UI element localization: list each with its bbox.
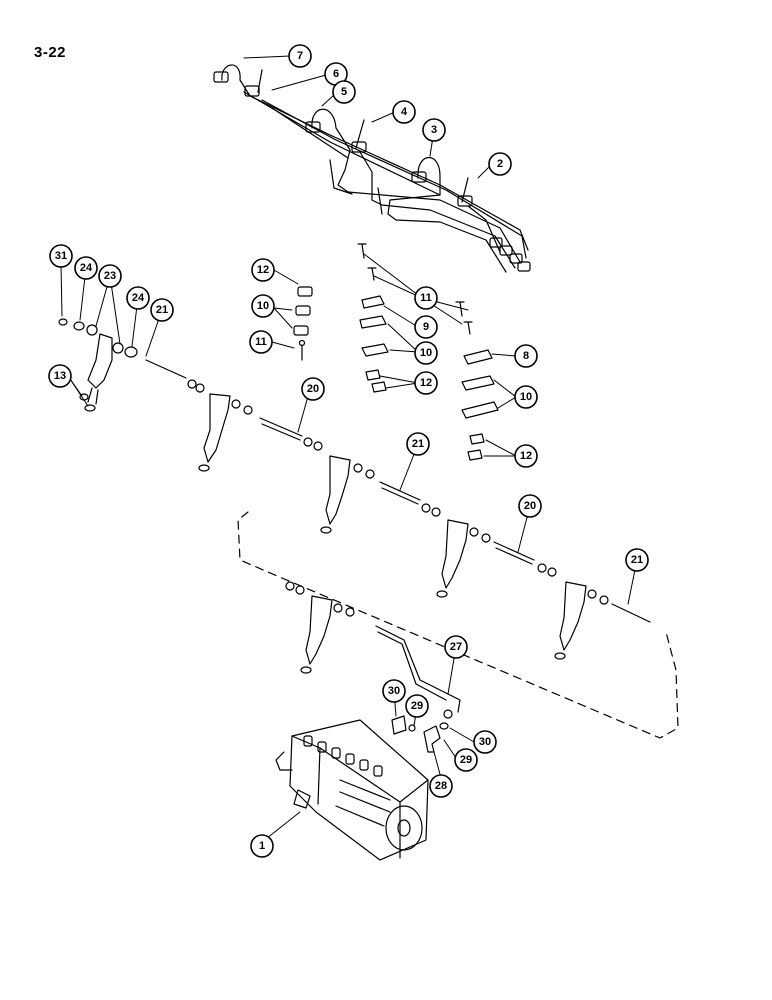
svg-text:29: 29 bbox=[411, 700, 423, 712]
svg-text:24: 24 bbox=[132, 292, 145, 304]
injector-2 bbox=[198, 393, 231, 472]
svg-text:11: 11 bbox=[420, 292, 432, 304]
callout-4: 4 bbox=[392, 100, 416, 124]
svg-text:21: 21 bbox=[631, 554, 643, 566]
leak-off-pipe-4 bbox=[493, 541, 535, 565]
callout-9: 9 bbox=[414, 315, 438, 339]
callout-20-a: 20 bbox=[301, 377, 325, 401]
svg-text:10: 10 bbox=[520, 391, 532, 403]
svg-text:23: 23 bbox=[104, 270, 116, 282]
callout-24-b: 24 bbox=[126, 286, 150, 310]
return-pipe bbox=[375, 625, 461, 713]
return-fittings bbox=[391, 709, 453, 753]
leak-off-pipe-5 bbox=[611, 603, 651, 623]
callout-10-a: 10 bbox=[251, 294, 275, 318]
callout-30-b: 30 bbox=[473, 730, 497, 754]
svg-text:13: 13 bbox=[54, 370, 66, 382]
callout-30-a: 30 bbox=[382, 679, 406, 703]
leak-off-pipe-2 bbox=[259, 417, 303, 441]
banjo-fittings-3 bbox=[421, 503, 491, 543]
svg-text:6: 6 bbox=[333, 68, 339, 80]
callout-2: 2 bbox=[488, 152, 512, 176]
leak-off-pipe-3 bbox=[379, 481, 421, 505]
callout-5: 5 bbox=[332, 80, 356, 104]
svg-text:5: 5 bbox=[341, 86, 347, 98]
callout-23: 23 bbox=[98, 264, 122, 288]
callout-21-b: 21 bbox=[406, 432, 430, 456]
svg-text:21: 21 bbox=[156, 304, 168, 316]
callout-21-c: 21 bbox=[625, 548, 649, 572]
svg-text:12: 12 bbox=[257, 264, 269, 276]
svg-text:10: 10 bbox=[257, 300, 269, 312]
callout-21-a: 21 bbox=[150, 298, 174, 322]
callout-11-b: 11 bbox=[414, 286, 438, 310]
banjo-fittings-1 bbox=[187, 379, 253, 415]
svg-text:20: 20 bbox=[524, 500, 536, 512]
clamp-hardware-right bbox=[461, 349, 499, 461]
callout-28: 28 bbox=[429, 774, 453, 798]
banjo-fittings-6 bbox=[285, 581, 355, 617]
svg-text:28: 28 bbox=[435, 780, 447, 792]
svg-text:27: 27 bbox=[450, 641, 462, 653]
svg-text:29: 29 bbox=[460, 754, 472, 766]
injector-4 bbox=[436, 519, 469, 598]
dashed-group-bracket bbox=[237, 511, 679, 739]
svg-text:3: 3 bbox=[431, 124, 437, 136]
callout-10-b: 10 bbox=[414, 341, 438, 365]
svg-text:12: 12 bbox=[420, 377, 432, 389]
callout-11-a: 11 bbox=[249, 330, 273, 354]
leak-off-pipe-1 bbox=[145, 359, 187, 379]
pump-drive-flange bbox=[385, 805, 423, 851]
injection-pump bbox=[275, 719, 429, 861]
svg-text:20: 20 bbox=[307, 383, 319, 395]
svg-text:8: 8 bbox=[523, 350, 529, 362]
callout-1: 1 bbox=[250, 834, 274, 858]
callout-7: 7 bbox=[288, 44, 312, 68]
svg-text:12: 12 bbox=[520, 450, 532, 462]
line-fitting-nuts bbox=[213, 71, 531, 272]
pump-delivery-valves bbox=[303, 735, 383, 777]
banjo-fittings-2 bbox=[303, 437, 375, 479]
svg-text:31: 31 bbox=[55, 250, 67, 262]
injector-5 bbox=[554, 581, 587, 660]
callout-29-a: 29 bbox=[405, 694, 429, 718]
svg-text:30: 30 bbox=[479, 736, 491, 748]
banjo-fittings-4 bbox=[537, 563, 609, 605]
callout-13: 13 bbox=[48, 364, 72, 388]
svg-text:1: 1 bbox=[259, 840, 265, 852]
svg-text:9: 9 bbox=[423, 321, 429, 333]
callout-24-a: 24 bbox=[74, 256, 98, 280]
callout-27: 27 bbox=[444, 635, 468, 659]
svg-text:21: 21 bbox=[412, 438, 424, 450]
seal-washers-left bbox=[58, 318, 138, 358]
callout-29-b: 29 bbox=[454, 748, 478, 772]
svg-text:2: 2 bbox=[497, 158, 503, 170]
callout-12-c: 12 bbox=[514, 444, 538, 468]
injector-6 bbox=[300, 595, 333, 674]
injector-1 bbox=[79, 333, 113, 412]
svg-text:30: 30 bbox=[388, 685, 400, 697]
leader-lines bbox=[60, 55, 638, 843]
clamp-hardware-left bbox=[293, 286, 313, 361]
svg-text:7: 7 bbox=[297, 50, 303, 62]
callouts: 7 6 5 4 3 2 31 24 23 24 21 13 12 10 11 1… bbox=[48, 44, 649, 858]
svg-text:11: 11 bbox=[255, 336, 267, 348]
callout-3: 3 bbox=[422, 118, 446, 142]
svg-text:4: 4 bbox=[401, 106, 408, 118]
svg-text:24: 24 bbox=[80, 262, 93, 274]
callout-20-b: 20 bbox=[518, 494, 542, 518]
callout-10-c: 10 bbox=[514, 385, 538, 409]
callout-12-b: 12 bbox=[414, 371, 438, 395]
callout-8: 8 bbox=[514, 344, 538, 368]
callout-31: 31 bbox=[49, 244, 73, 268]
page-number: 3-22 bbox=[34, 44, 67, 61]
svg-text:10: 10 bbox=[420, 347, 432, 359]
injector-3 bbox=[320, 455, 351, 534]
injection-line-bundle bbox=[221, 64, 529, 273]
callout-12-a: 12 bbox=[251, 258, 275, 282]
clamp-hardware-middle bbox=[357, 243, 473, 393]
